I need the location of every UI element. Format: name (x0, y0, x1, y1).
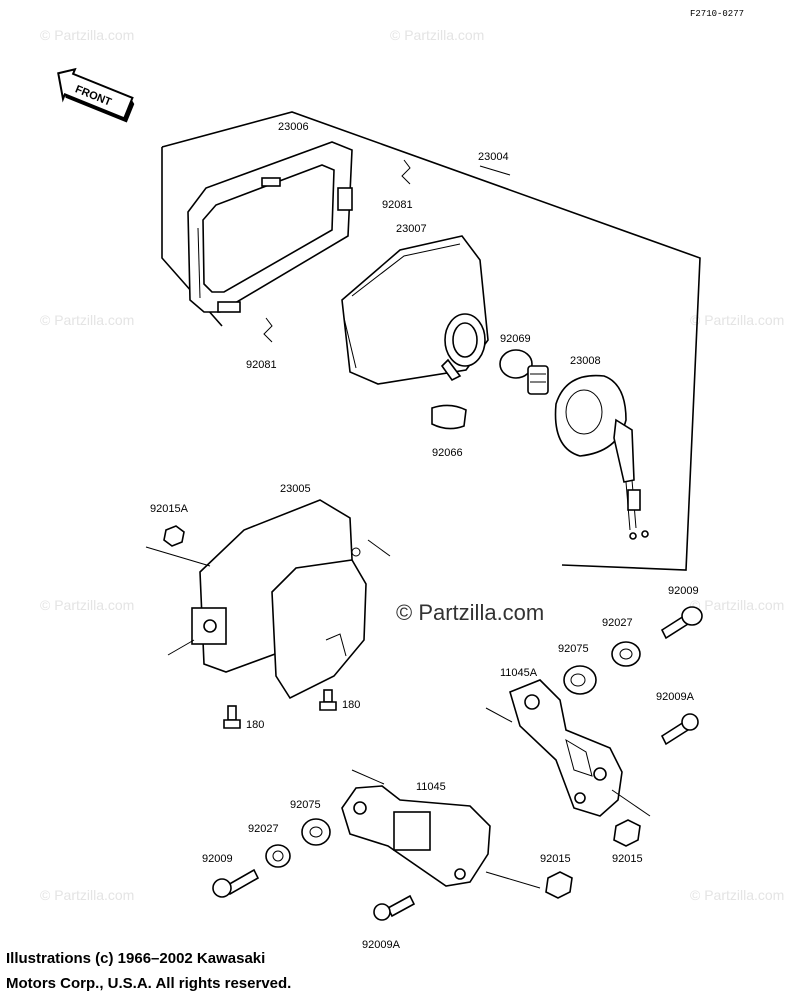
part-label: 92009A (656, 691, 695, 703)
grommet (563, 665, 597, 695)
part-label: 180 (342, 699, 360, 711)
copyright-notice: Illustrations (c) 1966–2002 Kawasaki Mot… (6, 946, 291, 996)
watermark: © Partzilla.com (40, 27, 134, 43)
part-label: 92015 (540, 853, 571, 865)
part-label: 23007 (396, 223, 427, 235)
headlight-housing (145, 499, 391, 700)
watermark: © Partzilla.com (390, 27, 484, 43)
part-label: 92081 (382, 199, 413, 211)
headlight-rim (187, 141, 353, 313)
part-label: 92015A (150, 503, 189, 515)
diagram-code: F2710-0277 (690, 9, 744, 19)
nut (613, 819, 641, 847)
watermark: © Partzilla.com (690, 312, 784, 328)
part-label: 92027 (248, 823, 279, 835)
watermark: © Partzilla.com (40, 887, 134, 903)
watermark-grid: © Partzilla.com © Partzilla.com © Partzi… (40, 27, 784, 903)
part-label: 92081 (246, 359, 277, 371)
part-label: 92009 (202, 853, 233, 865)
part-labels: 23006 23004 92081 23007 92081 92069 2300… (150, 121, 699, 951)
collar (611, 641, 641, 667)
part-label: 23006 (278, 121, 309, 133)
watermark: © Partzilla.com (690, 887, 784, 903)
leader-line (479, 165, 511, 176)
grommet (301, 818, 331, 846)
part-label: 92066 (432, 447, 463, 459)
copyright-line: Illustrations (c) 1966–2002 Kawasaki (6, 950, 266, 967)
watermark: © Partzilla.com (690, 597, 784, 613)
part-label: 180 (246, 719, 264, 731)
bolt (660, 713, 699, 746)
part-label: 23005 (280, 483, 311, 495)
watermark: © Partzilla.com (40, 312, 134, 328)
part-label: 92075 (558, 643, 589, 655)
spring-icon (263, 317, 273, 343)
assembly-frame (161, 111, 701, 571)
dust-cap (431, 404, 467, 430)
watermark-main: © Partzilla.com (396, 600, 544, 625)
nut (163, 525, 185, 547)
headlight-unit (341, 235, 489, 385)
part-label: 92009A (362, 939, 401, 951)
part-label: 92015 (612, 853, 643, 865)
part-label: 92069 (500, 333, 531, 345)
part-label: 92009 (668, 585, 699, 597)
part-label: 11045 (416, 781, 446, 793)
bracket-right (485, 679, 651, 817)
screw (223, 705, 241, 729)
part-label: 92075 (290, 799, 321, 811)
bolt (212, 868, 260, 898)
spring-icon (401, 159, 411, 185)
nut (545, 871, 573, 899)
bolt (373, 894, 416, 921)
part-label: 23008 (570, 355, 601, 367)
part-label: 11045A (500, 667, 538, 679)
bolt (660, 606, 703, 640)
screw (319, 689, 337, 711)
bracket-bottom (341, 769, 541, 889)
collar (265, 844, 291, 868)
part-label: 92027 (602, 617, 633, 629)
copyright-line: Motors Corp., U.S.A. All rights reserved… (6, 975, 292, 992)
bulb-socket (554, 374, 649, 540)
front-arrow-icon: FRONT (57, 67, 135, 123)
watermark: © Partzilla.com (40, 597, 134, 613)
part-label: 23004 (478, 151, 509, 163)
bulb (499, 349, 549, 395)
